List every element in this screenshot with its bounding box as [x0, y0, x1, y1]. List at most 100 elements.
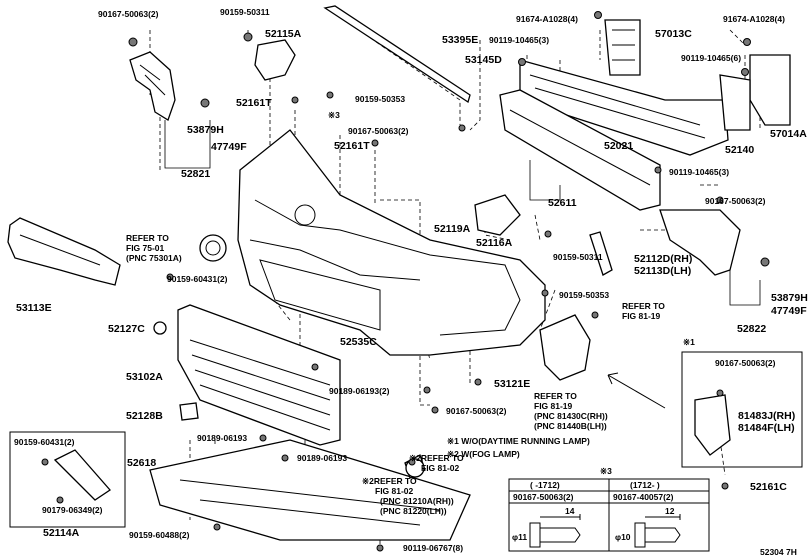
label: 91674-A1028(4): [723, 14, 785, 24]
label: 52161T: [236, 97, 272, 109]
direction-arrow: [607, 372, 666, 409]
table-cell-right: 90167-40057(2): [613, 492, 674, 502]
bracket-52140: [719, 74, 751, 131]
table-title: ※3: [600, 466, 612, 476]
spec-table-text: ※3 ( -1712) (1712- ) 90167-50063(2) 9016…: [512, 466, 675, 542]
label: (PNC 81210A(RH)): [380, 496, 454, 506]
label: 52161T: [334, 140, 370, 152]
label: 91674-A1028(4): [516, 14, 578, 24]
table-cell-left: 90167-50063(2): [513, 492, 574, 502]
bracket-57014A: [749, 54, 791, 126]
label: 53395E: [442, 34, 478, 46]
note1-box: [681, 351, 803, 468]
label: (PNC 81440B(LH)): [534, 421, 607, 431]
label: ※1: [683, 337, 695, 347]
bracket-52821: [129, 51, 176, 121]
label: 53113E: [16, 302, 52, 314]
grille-53102A: [177, 304, 341, 446]
label: 47749F: [211, 141, 247, 153]
bracket-52115A: [254, 39, 296, 81]
label: 90167-50063(2): [446, 406, 507, 416]
label: 90159-60488(2): [129, 530, 190, 540]
lamp-bracket: [539, 314, 591, 381]
label: 52618: [127, 457, 156, 469]
label: REFER TO: [534, 391, 577, 401]
label: 90119-10465(3): [669, 167, 729, 177]
label: 52821: [181, 168, 210, 180]
cap-52128B: [179, 402, 199, 421]
diameter-label: φ10: [615, 532, 631, 542]
label: ※3: [328, 110, 340, 120]
absorber-52611: [499, 89, 661, 211]
label: FIG 81-19: [622, 311, 661, 321]
label: REFER TO: [622, 301, 665, 311]
table-header-right: (1712- ): [630, 480, 660, 490]
label: 52113D(LH): [634, 265, 691, 277]
dimension-label: 14: [565, 506, 575, 516]
label: 90119-10465(6): [681, 53, 741, 63]
label: 90119-06767(8): [403, 543, 463, 553]
label: 90119-10465(3): [489, 35, 549, 45]
label: 52119A: [434, 223, 471, 235]
label: (PNC 75301A): [126, 253, 182, 263]
label: FIG 81-19: [534, 401, 573, 411]
diagram-code: 52304 7H: [760, 547, 797, 557]
cap-52127C: [153, 321, 167, 335]
label: 52115A: [265, 28, 302, 40]
molding-53395E: [323, 5, 471, 104]
table-header-left: ( -1712): [530, 480, 560, 490]
emblem: [199, 234, 227, 262]
label: 81484F(LH): [738, 422, 795, 434]
label: 81483J(RH): [738, 410, 795, 422]
label: 90159-60431(2): [14, 437, 75, 447]
label: 52140: [725, 144, 754, 156]
label: 90167-50063(2): [715, 358, 776, 368]
label: 52611: [548, 197, 577, 209]
label: 53879H: [187, 124, 224, 136]
note: ※2 W(FOG LAMP): [447, 449, 520, 459]
note: ※1 W/O(DAYTIME RUNNING LAMP): [447, 436, 590, 446]
molding-52112D: [589, 231, 613, 276]
label: 90159-50311: [220, 7, 270, 17]
diameter-label: φ11: [512, 532, 527, 542]
label: 90159-50311: [553, 252, 603, 262]
label: (PNC 81430C(RH)): [534, 411, 608, 421]
label: 90167-50063(2): [348, 126, 409, 136]
label: REFER TO: [126, 233, 169, 243]
label: 53879H: [771, 292, 808, 304]
label: 90159-50353: [355, 94, 405, 104]
part-labels: 90167-50063(2) 90159-50311 52115A 53395E…: [14, 7, 808, 557]
label: 52161C: [750, 481, 787, 493]
label: (PNC 81220(LH)): [380, 506, 447, 516]
label: 52535C: [340, 336, 377, 348]
bracket-52822: [659, 209, 741, 276]
label: 57014A: [770, 128, 807, 140]
label: 90189-06193: [297, 453, 347, 463]
label: 52116A: [476, 237, 513, 249]
label: 52114A: [43, 527, 80, 539]
label: 52822: [737, 323, 766, 335]
bracket-57013C: [604, 19, 641, 76]
label: 90159-50353: [559, 290, 609, 300]
label: 47749F: [771, 305, 807, 317]
label: 90189-06193: [197, 433, 247, 443]
label: FIG 81-02: [375, 486, 414, 496]
label: 90167-50063(2): [705, 196, 766, 206]
label: FIG 81-02: [421, 463, 460, 473]
plate-bracket-52114A: [53, 449, 111, 501]
label: FIG 75-01: [126, 243, 165, 253]
label: 57013C: [655, 28, 692, 40]
label: 52112D(RH): [634, 253, 692, 265]
label: 53145D: [465, 54, 502, 66]
bumper-cover-52119A: [237, 129, 546, 356]
label: 90189-06193(2): [329, 386, 390, 396]
label: 90179-06349(2): [42, 505, 103, 515]
plate-inset-box: [9, 431, 126, 528]
label: 53102A: [126, 371, 163, 383]
spec-table: [508, 478, 710, 552]
label: 52021: [604, 140, 633, 152]
label: 90159-60431(2): [167, 274, 228, 284]
fasteners: [41, 11, 770, 552]
